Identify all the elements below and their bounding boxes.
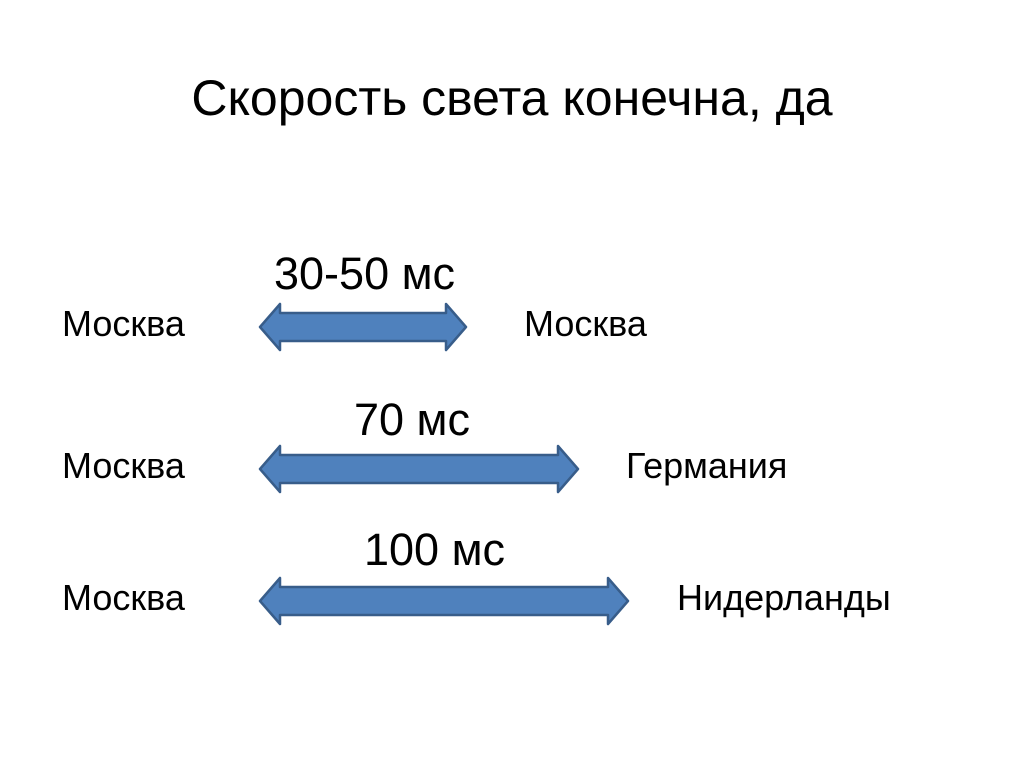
origin-city: Москва [62,577,185,618]
slide-title: Скорость света конечна, да [191,70,833,126]
destination-city: Нидерланды [677,577,891,618]
arrow-shape [258,444,580,494]
route-row: 70 мс Москва Германия [0,390,1024,500]
route-row: 30-50 мс Москва Москва [0,248,1024,358]
destination-city: Германия [626,445,788,486]
destination-city: Москва [524,303,647,344]
double-arrow-icon [258,444,580,494]
origin-city: Москва [62,445,185,486]
route-row: 100 мс Москва Нидерланды [0,522,1024,632]
latency-label: 100 мс [364,524,506,575]
latency-label: 70 мс [354,394,470,445]
double-arrow-icon [258,576,630,626]
double-arrow-icon [258,302,468,352]
arrow-shape [258,302,468,352]
origin-city: Москва [62,303,185,344]
arrow-shape [258,576,630,626]
latency-label: 30-50 мс [274,248,456,299]
